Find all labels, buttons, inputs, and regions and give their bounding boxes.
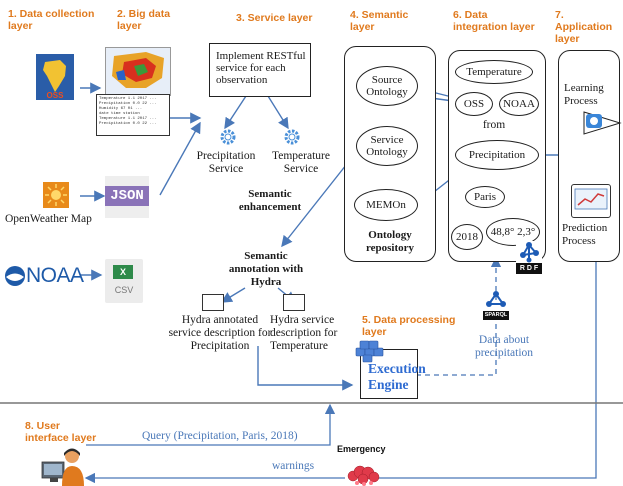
sun-icon [45, 184, 67, 206]
raw-data-listing: Temperature 1.1 2017 ... Precipitation 0… [96, 94, 170, 136]
noaa-logo-text: NOAA [26, 264, 84, 287]
data-about-precipitation-label: Data about precipitation [474, 334, 534, 359]
header-processing: 5. Data processing layer [362, 314, 456, 338]
sparql-logo-text: SPARQL [483, 311, 509, 320]
noaa-logo: NOAA [4, 263, 84, 289]
header-user-interface: 8. User interface layer [25, 420, 97, 444]
header-service: 3. Service layer [236, 12, 313, 24]
header-data-collection: 1. Data collection layer [8, 8, 95, 32]
restful-box-text: Implement RESTful service for each obser… [216, 50, 306, 86]
prediction-chart-icon [571, 184, 611, 218]
heatmap-icon [112, 52, 164, 88]
oss-node: OSS [455, 92, 493, 116]
csv-file-icon: X CSV [105, 259, 143, 303]
semantic-enhancement-label: Semantic enhancement [238, 188, 302, 213]
json-file-icon: JSON [105, 176, 149, 218]
ontology-repository-label: Ontology repository [365, 229, 415, 254]
document-icon [202, 294, 224, 311]
noaa-node: NOAA [499, 92, 539, 116]
big-data-map [105, 47, 171, 96]
restful-box: Implement RESTful service for each obser… [209, 43, 311, 97]
hydra-temperature-label: Hydra service description for Temperatur… [270, 314, 338, 352]
header-application: 7. Application layer [555, 9, 613, 45]
learning-process-label: Learning Process [564, 82, 604, 107]
oss-logo: OSS [36, 54, 74, 100]
sparql-logo: SPARQL [483, 290, 509, 320]
code-line: Humidity 67 01 ... [99, 107, 143, 111]
precipitation-service-label: Precipitation Service [196, 150, 256, 175]
header-semantic: 4. Semantic layer [350, 9, 409, 33]
openweather-logo [43, 182, 69, 208]
hydra-precipitation-label: Hydra annotated service description for … [168, 314, 272, 352]
line-chart-icon [574, 188, 608, 210]
oss-logo-text: OSS [47, 91, 65, 100]
africa-map-icon: OSS [43, 60, 66, 100]
noaa-emblem-icon [5, 266, 25, 286]
emergency-cloud-icon [347, 465, 380, 486]
paris-node: Paris [465, 186, 505, 208]
service-ontology-node: Service Ontology [356, 126, 418, 166]
prediction-process-label: Prediction Process [562, 222, 608, 247]
execution-engine-label: Execution Engine [368, 361, 426, 392]
code-line: Precipitation 0.0 22 ... [99, 102, 157, 106]
openweather-label: OpenWeather Map [5, 213, 92, 225]
temperature-service-label: Temperature Service [272, 150, 330, 175]
code-line: Temperature 1.1 2017 ... [99, 117, 157, 121]
memon-node: MEMOn [354, 189, 418, 221]
query-label: Query (Precipitation, Paris, 2018) [142, 430, 298, 442]
from-label: from [482, 119, 506, 131]
rdf-logo-text: R D F [516, 263, 542, 274]
ml-model-icon [583, 111, 622, 135]
precipitation-node: Precipitation [455, 140, 539, 170]
gear-icon [284, 129, 300, 145]
cubes-icon [355, 340, 384, 363]
code-line: date time station [99, 112, 140, 116]
temperature-node: Temperature [455, 60, 533, 84]
json-logo-text: JSON [105, 186, 149, 206]
semantic-annotation-label: Semantic annotation with Hydra [228, 250, 304, 288]
user-at-computer-icon [41, 448, 84, 486]
emergency-label: Emergency [337, 444, 386, 454]
sparql-graph-icon [486, 291, 506, 307]
document-icon [283, 294, 305, 311]
code-line: Precipitation 0.0 22 ... [99, 122, 157, 126]
gear-icon [220, 129, 236, 145]
rdf-logo: R D F [516, 241, 542, 275]
csv-logo-text: CSV [114, 285, 134, 295]
code-line: Temperature 1.1 2017 ... [99, 97, 157, 101]
rdf-graph-icon [520, 242, 539, 263]
warnings-label: warnings [272, 460, 315, 472]
excel-icon: X [113, 265, 133, 279]
header-big-data: 2. Big data layer [117, 8, 171, 32]
header-integration: 6. Data integration layer [453, 9, 535, 33]
source-ontology-node: Source Ontology [356, 66, 418, 106]
application-panel [558, 50, 620, 262]
year-node: 2018 [451, 224, 483, 250]
